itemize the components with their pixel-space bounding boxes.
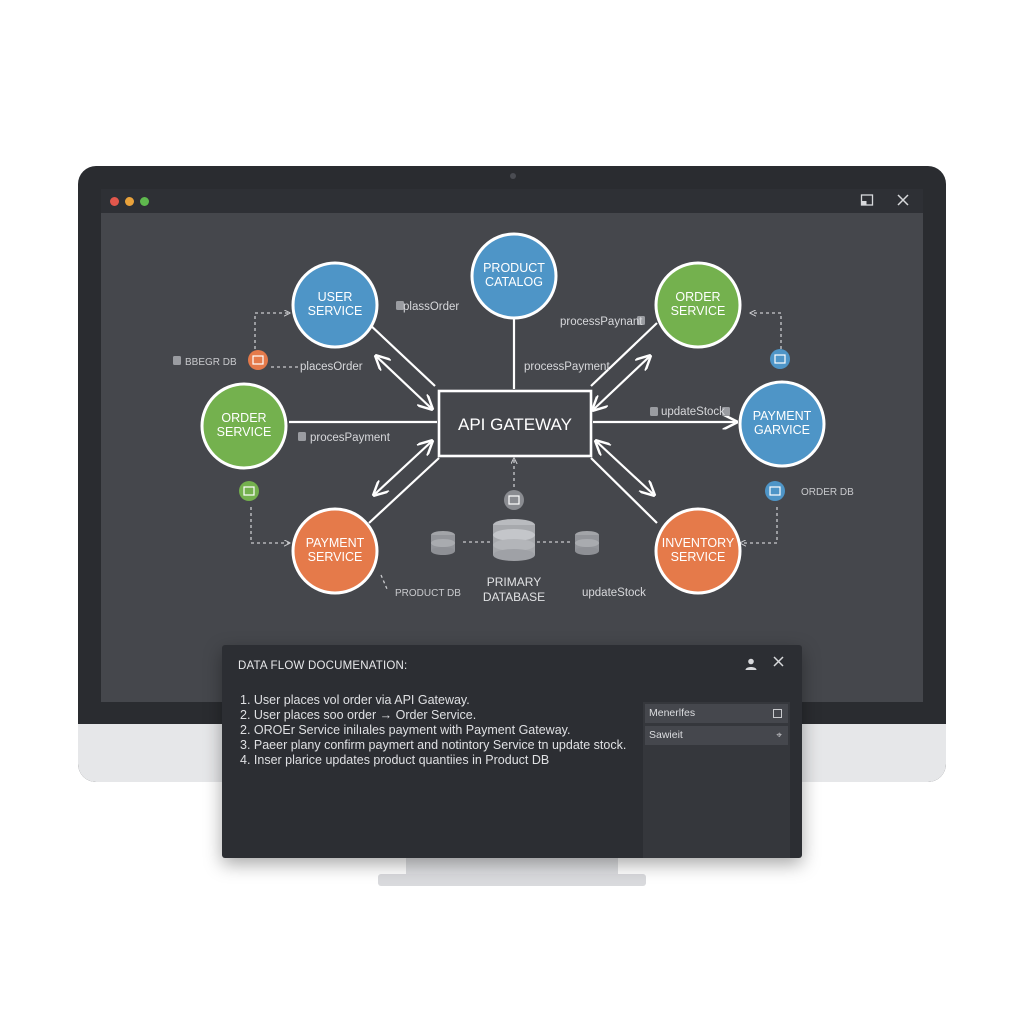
side-item-sawieit[interactable]: Sawieit ⌖: [645, 726, 788, 745]
dashed-productdb: [380, 574, 388, 590]
camera: [510, 173, 516, 179]
label-proces-payment: procesPayment: [310, 432, 391, 444]
user-service-label-1: USER: [318, 290, 353, 304]
dashed-orderdb-inventory: [741, 507, 778, 543]
edge-user-gateway: [367, 322, 436, 387]
api-gateway-box[interactable]: [437, 389, 593, 458]
label-plass-order: plassOrder: [403, 301, 459, 313]
payment-service-node[interactable]: [291, 507, 379, 595]
database-icon: [173, 356, 181, 365]
payment-garvice-node[interactable]: [738, 380, 826, 468]
database-icon: [298, 301, 730, 441]
dashed-userdb-user: [254, 313, 289, 349]
label-bbegr-db: BBEGR DB: [185, 357, 237, 368]
db-badge-icon: [770, 349, 790, 369]
title-bar: [101, 189, 923, 213]
product-catalog-label-1: PRODUCT: [483, 261, 545, 275]
user-service-label-2: SERVICE: [308, 304, 363, 318]
side-item-label: Sawieit: [649, 729, 683, 741]
payment-service-label-1: PAYMENT: [306, 536, 365, 550]
secondary-database-icon: [431, 531, 455, 555]
order-service-top-label-1: ORDER: [675, 290, 720, 304]
side-item-label: Menerlfes: [649, 707, 696, 719]
edge-order-gateway: [590, 322, 658, 387]
square-icon: [773, 704, 782, 725]
db-badge-icon: [504, 490, 524, 510]
architecture-diagram: API GATEWAY USER SERVICE PRODUCT CATALOG…: [173, 232, 854, 604]
side-item-menerlfes[interactable]: Menerlfes: [645, 704, 788, 723]
doc-step: 1. User places vol order via API Gateway…: [240, 693, 470, 707]
inventory-service-label-1: INVENTORY: [662, 536, 735, 550]
dashed-order-payment: [250, 507, 289, 543]
db-badge-icon: [248, 350, 268, 370]
pin-icon: ⌖: [776, 730, 782, 741]
label-process-payment: processPayment: [524, 361, 610, 373]
primary-database-icon: [493, 519, 535, 561]
secondary-database-icon: [575, 531, 599, 555]
payment-service-label-2: SERVICE: [308, 550, 363, 564]
data-flow-documentation-panel: DATA FLOW DOCUMENATION: 1. User places v…: [222, 645, 802, 858]
primary-database-label-2: DATABASE: [483, 590, 545, 604]
inventory-service-label-2: SERVICE: [671, 550, 726, 564]
payment-garvice-label-2: GARVICE: [754, 423, 810, 437]
zoom-dot[interactable]: [140, 197, 149, 206]
minimize-dot[interactable]: [125, 197, 134, 206]
app-window: API GATEWAY USER SERVICE PRODUCT CATALOG…: [101, 189, 923, 702]
doc-step: 2. OROEr Service inilıales payment with …: [240, 723, 571, 737]
doc-steps-list: 1. User places vol order via API Gateway…: [240, 693, 640, 768]
db-badge-icon: [239, 481, 259, 501]
doc-step: 4. Inser plarice updates product quantii…: [240, 753, 550, 767]
user-icon[interactable]: [744, 657, 758, 671]
primary-database-label-1: PRIMARY: [487, 575, 541, 589]
doc-step: 2. User places soo order → Order Service…: [240, 708, 477, 722]
db-badge-icon: [765, 481, 785, 501]
close-icon[interactable]: [896, 193, 910, 210]
label-update-stock-bottom: updateStock: [582, 587, 646, 599]
payment-garvice-label-1: PAYMENT: [753, 409, 812, 423]
dashed-orderdb-order: [751, 313, 782, 349]
label-order-db: ORDER DB: [801, 487, 854, 498]
order-service-left-label-1: ORDER: [221, 411, 266, 425]
order-service-top-label-2: SERVICE: [671, 304, 726, 318]
edge-inventory-gateway-bidir: [597, 442, 653, 494]
maximize-icon[interactable]: [860, 193, 874, 210]
user-service-node[interactable]: [291, 261, 379, 349]
order-service-top-node[interactable]: [654, 261, 742, 349]
label-process-paynant: processPaynant: [560, 316, 643, 328]
label-places-order: placesOrder: [300, 361, 363, 373]
edge-user-gateway-bidir: [377, 357, 431, 408]
close-dot[interactable]: [110, 197, 119, 206]
doc-side-panel: Menerlfes Sawieit ⌖: [643, 702, 790, 858]
product-catalog-label-2: CATALOG: [485, 275, 543, 289]
monitor-base: [378, 874, 646, 886]
label-update-stock-right: updateStock: [661, 406, 725, 418]
edge-order-gateway-bidir: [594, 357, 649, 409]
order-service-left-node[interactable]: [200, 382, 288, 470]
label-product-db: PRODUCT DB: [395, 588, 461, 599]
doc-panel-title: DATA FLOW DOCUMENATION:: [238, 660, 408, 672]
product-catalog-node[interactable]: [470, 232, 558, 320]
edge-payment-gateway-bidir: [375, 442, 431, 494]
api-gateway-label: API GATEWAY: [458, 415, 572, 434]
doc-step: 3. Paeer plany confirm paymert and notin…: [240, 738, 627, 752]
order-service-left-label-2: SERVICE: [217, 425, 272, 439]
inventory-service-node[interactable]: [654, 507, 742, 595]
close-icon[interactable]: [772, 655, 785, 671]
